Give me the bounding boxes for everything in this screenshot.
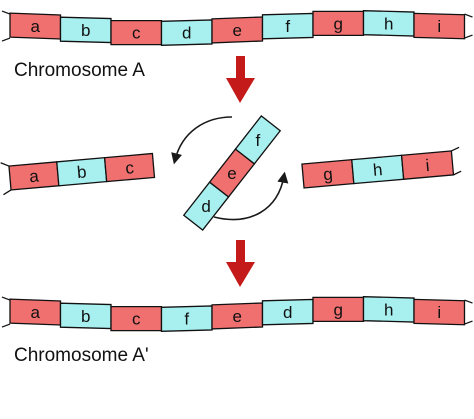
segment-label: c: [125, 158, 136, 178]
chromosome-segment-e: e: [211, 302, 264, 330]
chromosome-segment-c: c: [103, 152, 156, 183]
chromosome-end-icon: [1, 296, 11, 328]
segment-label: i: [425, 156, 430, 175]
chromosome-segment-f: f: [234, 115, 282, 165]
chromosome-segment-i: i: [413, 298, 466, 326]
segment-label: d: [283, 303, 292, 322]
segment-label: b: [76, 162, 87, 182]
inverted-segment: def: [182, 115, 282, 231]
segment-label: g: [334, 300, 343, 319]
segment-label: b: [81, 21, 90, 40]
chromosome-segment-a: a: [8, 161, 60, 191]
chromosome-segment-g: g: [312, 296, 365, 323]
segment-label: g: [334, 14, 343, 33]
segment-label: i: [437, 17, 441, 36]
curved-rotation-arrow-icon: [213, 171, 289, 221]
chromosome-end-icon: [464, 299, 473, 325]
segment-label: b: [81, 307, 90, 326]
segment-label: i: [437, 303, 441, 322]
segment-label: a: [28, 166, 40, 186]
chromosome-segment-f: f: [160, 305, 213, 332]
chromosome-segment-c: c: [110, 305, 163, 332]
chromosome-segment-f: f: [261, 12, 314, 40]
left-fragment: a b c: [0, 152, 156, 196]
segment-label: d: [182, 24, 191, 43]
right-fragment: g h i: [301, 146, 462, 189]
chromosome-segment-b: b: [59, 302, 112, 330]
chromosome-segment-a: a: [9, 298, 62, 326]
chromosome-segment-b: b: [59, 16, 112, 44]
chromosome-segment-e: e: [211, 16, 264, 44]
chromosome-a: a b c d e f g h i: [1, 10, 473, 46]
chromosome-segment-g: g: [312, 10, 365, 37]
segment-label: e: [227, 164, 236, 183]
segment-label: a: [31, 303, 41, 322]
segment-label: c: [132, 24, 141, 43]
segment-label: g: [322, 164, 333, 184]
chromosome-segment-c: c: [110, 19, 163, 46]
chromosome-segment-b: b: [56, 156, 108, 187]
segment-label: f: [184, 310, 189, 329]
segment-label: f: [255, 131, 260, 150]
chromosome-end-icon: [464, 13, 473, 39]
segment-label: h: [372, 160, 383, 180]
chromosome-segment-d: d: [160, 19, 213, 46]
segment-label: e: [233, 21, 242, 40]
chromosome-end-icon: [451, 146, 462, 176]
chromosome-segment-i: i: [400, 150, 455, 180]
down-arrow-icon: [226, 56, 255, 103]
segment-label: f: [285, 17, 290, 36]
segment-label: h: [384, 300, 393, 319]
segment-label: a: [31, 17, 41, 36]
chromosome-a-caption: Chromosome A: [14, 60, 145, 81]
segment-label: h: [384, 14, 393, 33]
segment-label: e: [233, 307, 242, 326]
chromosome-end-icon: [1, 10, 11, 42]
chromosome-segment-d: d: [261, 298, 314, 326]
chromosome-segment-g: g: [301, 158, 355, 189]
chromosome-segment-h: h: [362, 296, 415, 323]
chromosome-segment-h: h: [362, 10, 415, 37]
chromosome-segment-a: a: [9, 12, 62, 40]
chromosome-segment-h: h: [351, 154, 405, 185]
down-arrow-icon: [226, 240, 255, 287]
segment-label: d: [201, 197, 210, 216]
segment-label: c: [132, 310, 141, 329]
chromosome-end-icon: [0, 162, 12, 196]
chromosome-a-prime-caption: Chromosome A': [14, 345, 149, 366]
curved-rotation-arrow-icon: [171, 116, 233, 165]
chromosome-segment-i: i: [413, 12, 466, 40]
